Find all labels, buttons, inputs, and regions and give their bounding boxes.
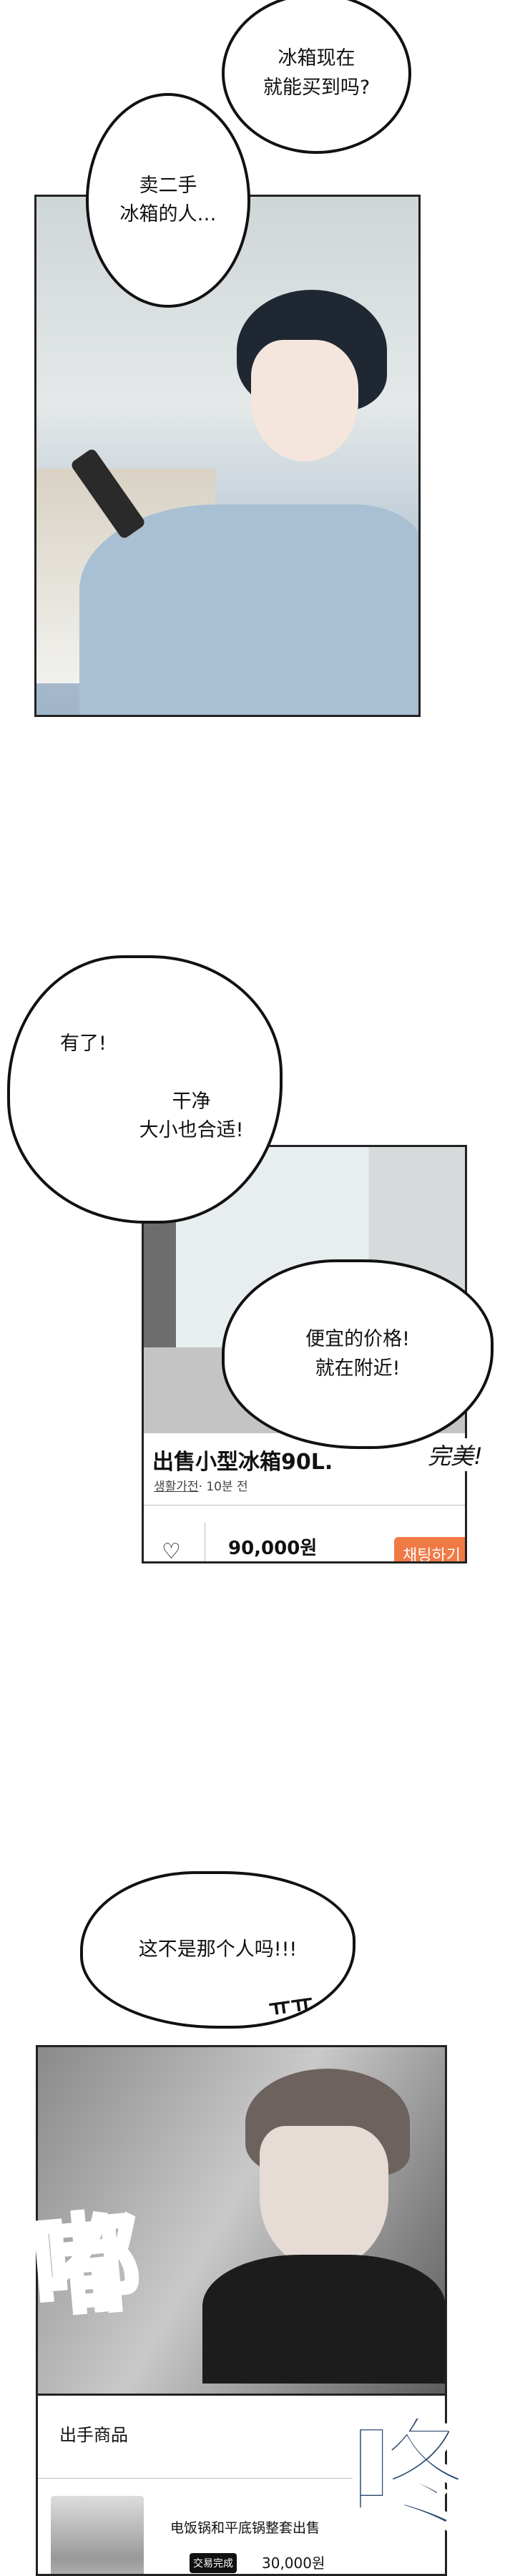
listing-price: 90,000원 — [228, 1538, 318, 1559]
sales-header: 出手商品 — [59, 2425, 128, 2445]
rice-cooker-thumbnail[interactable] — [51, 2496, 144, 2574]
speech-bubble-shock: 这不是那个人吗!!! — [80, 1871, 355, 2029]
perfect-text: 完美! — [428, 1438, 483, 1471]
bubble-line: 就在附近! — [315, 1357, 401, 1380]
speech-bubble-left: 卖二手冰箱的人… — [86, 93, 250, 308]
listing-category[interactable]: 생활가전 — [154, 1480, 199, 1494]
sales-item-title[interactable]: 电饭锅和平底锅整套出售 — [170, 2520, 320, 2536]
character-arm — [79, 504, 418, 715]
bubble-line: 卖二手 — [139, 174, 197, 197]
speech-bubble-found: 有了! 干净 大小也合适! — [7, 955, 283, 1224]
speech-bubble-price: 便宜的价格! 就在附近! — [222, 1259, 494, 1449]
bubble-line: 冰箱现在 — [278, 47, 355, 69]
bubble-line: 这不是那个人吗!!! — [138, 1938, 298, 1961]
bubble-line: 就能买到吗? — [263, 76, 371, 99]
reaction-panel: 出手商品 电饭锅和平底锅整套出售 交易完成 30,000원 — [36, 2045, 447, 2576]
sob-text: ㅠㅠ — [267, 1988, 315, 2024]
character-body — [202, 2255, 445, 2384]
sfx-left: 嘟 — [26, 2197, 148, 2335]
listing-title[interactable]: 出售小型冰箱90L. — [152, 1450, 333, 1475]
status-badge: 交易完成 — [190, 2553, 237, 2573]
sales-price: 30,000원 — [262, 2555, 325, 2572]
character-face — [260, 2126, 388, 2269]
heart-icon[interactable]: ♡ — [162, 1539, 181, 1563]
bubble-line: 冰箱的人… — [119, 203, 217, 225]
chat-button[interactable]: 채팅하기 — [394, 1537, 465, 1561]
speech-bubble-top: 冰箱现在就能买到吗? — [222, 0, 411, 154]
character-face — [251, 340, 358, 462]
sales-card: 出手商品 电饭锅和平底锅整套出售 交易完成 30,000원 — [38, 2394, 445, 2574]
sfx-right: 咚 — [345, 2403, 470, 2548]
bubble-line: 有了! — [60, 1033, 107, 1055]
bubble-line: 便宜的价格! — [305, 1328, 410, 1350]
bubble-line: 干净 — [172, 1090, 211, 1113]
bubble-line: 大小也合适! — [139, 1119, 244, 1141]
listing-time: · 10분 전 — [198, 1480, 248, 1494]
fridge-panel — [34, 195, 421, 717]
